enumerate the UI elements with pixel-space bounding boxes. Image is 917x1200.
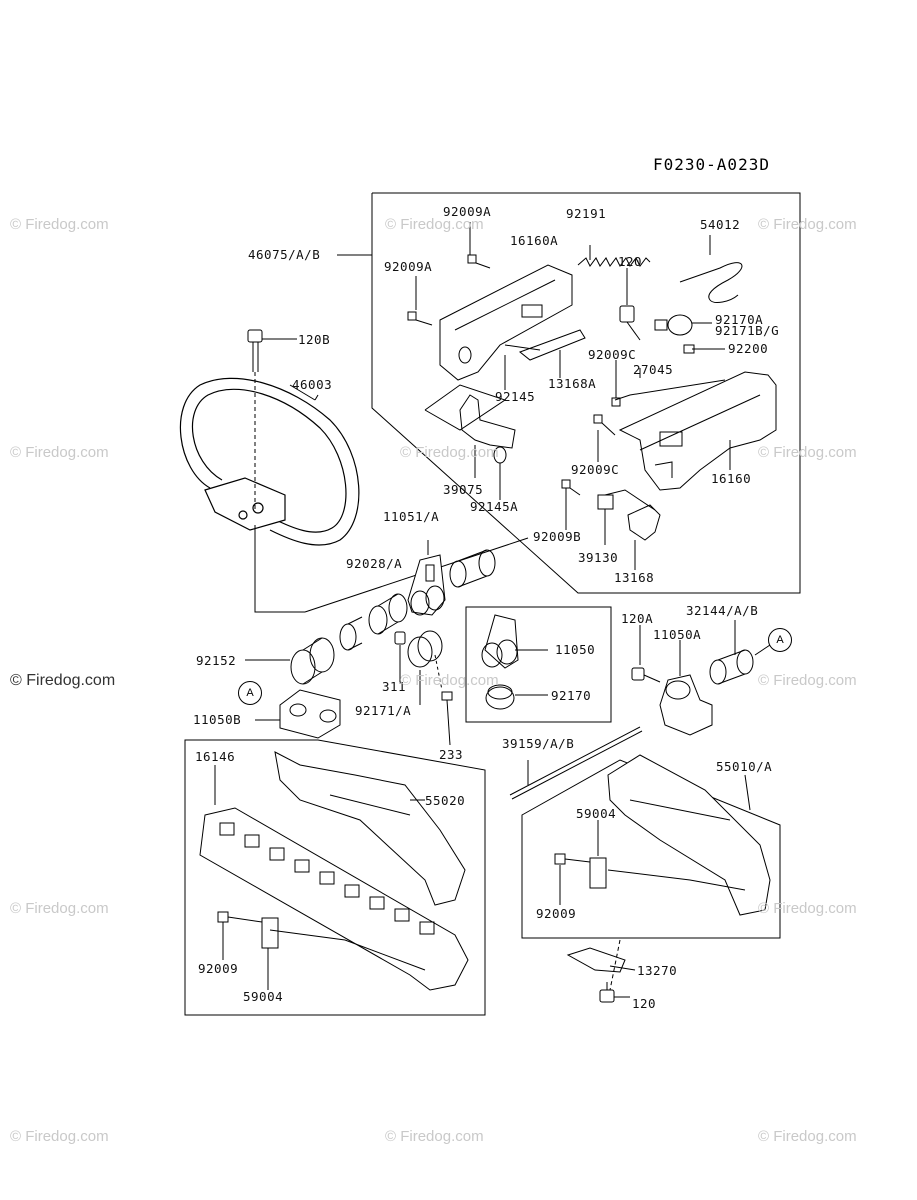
label-59004-right: 59004 <box>576 806 617 821</box>
label-92152: 92152 <box>196 653 237 668</box>
throttle-13168A <box>504 329 586 361</box>
label-92009-right: 92009 <box>536 906 577 921</box>
inset-11050 <box>481 614 548 710</box>
screw-233 <box>441 691 453 746</box>
label-32144AB: 32144/A/B <box>686 603 759 618</box>
label-92191: 92191 <box>566 206 607 221</box>
plate-59004-left <box>217 911 279 949</box>
guard-55010A <box>607 754 771 916</box>
label-16146: 16146 <box>195 749 236 764</box>
plate-59004-right <box>554 853 607 889</box>
housing-group-box <box>371 192 801 594</box>
label-92200: 92200 <box>728 341 769 356</box>
label-120-bottom: 120 <box>632 996 657 1011</box>
label-39159AB: 39159/A/B <box>502 736 575 751</box>
watermark: © Firedog.com <box>385 1128 484 1145</box>
guard-group-box-left <box>184 739 486 1016</box>
guard-16146 <box>199 807 469 991</box>
label-92009C-1: 92009C <box>588 347 637 362</box>
plate-39130 <box>597 494 614 510</box>
watermark: © Firedog.com <box>10 216 109 233</box>
label-46075: 46075/A/B <box>248 247 321 262</box>
guard-55020 <box>274 751 466 906</box>
label-92009C-2: 92009C <box>571 462 620 477</box>
label-11051A: 11051/A <box>383 509 440 524</box>
label-11050: 11050 <box>555 642 596 657</box>
watermark-dark: © Firedog.com <box>10 672 116 689</box>
label-92171A: 92171/A <box>355 703 412 718</box>
label-11050B: 11050B <box>193 712 242 727</box>
diagram-code: F0230-A023D <box>653 155 770 174</box>
label-55020: 55020 <box>425 793 466 808</box>
spacer-sleeves <box>339 593 408 651</box>
label-92145A: 92145A <box>470 499 519 514</box>
cable-54012 <box>679 235 743 303</box>
watermark: © Firedog.com <box>10 444 109 461</box>
label-13168: 13168 <box>614 570 655 585</box>
watermark: © Firedog.com <box>10 1128 109 1145</box>
watermark: © Firedog.com <box>758 216 857 233</box>
plate-13270 <box>566 947 626 973</box>
screw-92009A <box>407 254 491 326</box>
label-311: 311 <box>382 679 407 694</box>
label-92009-left: 92009 <box>198 961 239 976</box>
label-54012: 54012 <box>700 217 741 232</box>
label-120B: 120B <box>298 332 331 347</box>
guard-group-box-right <box>521 759 781 939</box>
spring-92191 <box>577 257 651 267</box>
bolt-120B <box>247 329 297 510</box>
watermark: © Firedog.com <box>758 1128 857 1145</box>
label-39075: 39075 <box>443 482 484 497</box>
housing-16160 <box>618 371 777 491</box>
housing-16160A <box>439 264 573 381</box>
label-120-top: 120 <box>618 254 643 269</box>
ref-mark-a-left: A <box>238 681 262 705</box>
label-92009B: 92009B <box>533 529 582 544</box>
tube <box>449 549 496 588</box>
watermark: © Firedog.com <box>758 672 857 689</box>
lever-13168 <box>627 504 661 541</box>
screw-92009B <box>561 479 581 496</box>
label-233: 233 <box>439 747 464 762</box>
label-92171BG: 92171B/G <box>715 323 780 338</box>
label-11050A: 11050A <box>653 627 702 642</box>
watermark: © Firedog.com <box>758 444 857 461</box>
label-55010A: 55010/A <box>716 759 773 774</box>
clamp-ring <box>394 630 443 668</box>
watermark: © Firedog.com <box>758 900 857 917</box>
label-27045: 27045 <box>633 362 674 377</box>
clamp-11051A <box>407 554 446 616</box>
bolt-120-top <box>619 305 641 341</box>
shaft-39159 <box>509 726 643 800</box>
ref-mark-a-right: A <box>768 628 792 652</box>
clamp-11050B <box>279 689 341 739</box>
label-16160A: 16160A <box>510 233 559 248</box>
label-120A: 120A <box>621 611 654 626</box>
label-92170A: 92170A <box>715 312 764 327</box>
inset-box <box>465 606 612 723</box>
watermark: © Firedog.com <box>400 444 499 461</box>
clip-92170A <box>654 314 695 354</box>
label-13168A: 13168A <box>548 376 597 391</box>
bolt-120-bottom <box>599 982 615 1003</box>
label-13270: 13270 <box>637 963 678 978</box>
label-92009A-1: 92009A <box>443 204 492 219</box>
bushing-92152 <box>290 637 335 685</box>
label-92170: 92170 <box>551 688 592 703</box>
label-92145: 92145 <box>495 389 536 404</box>
clamp-11050A <box>631 667 713 736</box>
label-59004-left: 59004 <box>243 989 284 1004</box>
watermark: © Firedog.com <box>400 672 499 689</box>
sleeve-32144 <box>709 649 754 685</box>
screw-92009C <box>593 397 621 436</box>
label-16160: 16160 <box>711 471 752 486</box>
watermark: © Firedog.com <box>385 216 484 233</box>
handle-loop <box>179 377 360 546</box>
label-39130: 39130 <box>578 550 619 565</box>
watermark: © Firedog.com <box>10 900 109 917</box>
label-92028A: 92028/A <box>346 556 403 571</box>
label-92009A-2: 92009A <box>384 259 433 274</box>
label-46003: 46003 <box>292 377 333 392</box>
